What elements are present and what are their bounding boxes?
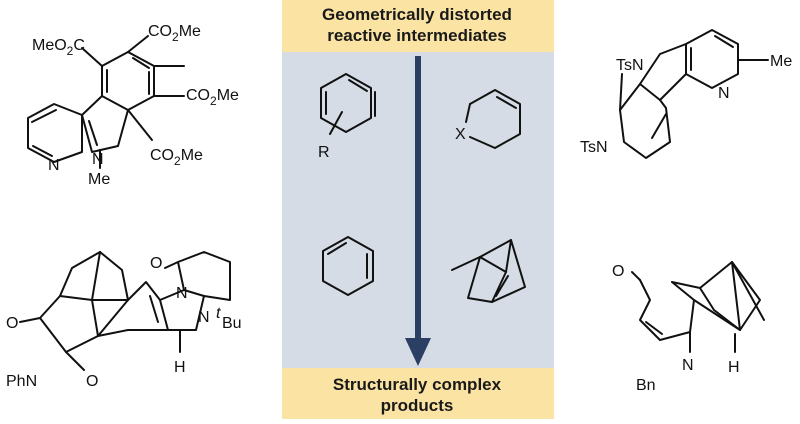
hydrogen-label: H xyxy=(174,359,186,376)
butyl-label: Bu xyxy=(222,315,242,332)
products-heading: Structurally complex products xyxy=(282,374,552,416)
tsn-bottom-label: TsN xyxy=(580,139,608,156)
products-heading-line1: Structurally complex xyxy=(332,375,502,394)
left-bottom-structure: O O O PhN N N t Bu H xyxy=(6,251,242,390)
n-methyl-label: Me xyxy=(88,171,110,188)
amide-o-label: O xyxy=(150,255,162,272)
indole-n-label: N xyxy=(92,151,104,168)
benzyl-label: Bn xyxy=(636,377,656,394)
heterocycle-x-label: X xyxy=(455,126,466,143)
ester-2-label: CO2Me xyxy=(148,23,201,44)
hydrogen-label: H xyxy=(728,359,740,376)
intermediates-heading-line2: reactive intermediates xyxy=(327,26,507,45)
imide-o1-label: O xyxy=(6,315,18,332)
right-top-structure: TsN TsN N Me xyxy=(580,29,792,159)
left-top-structure: MeO2C CO2Me CO2Me CO2Me N N Me xyxy=(27,23,239,188)
amine-n-label: N xyxy=(682,357,694,374)
phn-label: PhN xyxy=(6,373,37,390)
aryne-r-label: R xyxy=(318,144,330,161)
pyridine-n-label: N xyxy=(48,157,60,174)
ester-4-label: CO2Me xyxy=(150,147,203,168)
imide-o2-label: O xyxy=(86,373,98,390)
pyrazolidine-n2-label: N xyxy=(198,309,210,326)
tsn-top-label: TsN xyxy=(616,57,644,74)
products-heading-line2: products xyxy=(380,396,454,415)
ester-3-label: CO2Me xyxy=(186,87,239,108)
top-banner xyxy=(282,0,554,52)
pyrazolidine-n1-label: N xyxy=(176,285,188,302)
bicyclic-alkene-structure xyxy=(451,239,526,303)
methyl-label: Me xyxy=(770,53,792,70)
ketone-o-label: O xyxy=(612,263,624,280)
ester-1-label: MeO2C xyxy=(32,37,85,58)
intermediates-heading-line1: Geometrically distorted xyxy=(322,5,512,24)
bottom-banner xyxy=(282,368,554,419)
cyclohexyne-structure xyxy=(322,236,374,296)
aryne-structure: R xyxy=(318,73,376,161)
pyridine-n-label: N xyxy=(718,85,730,102)
heterocyclic-allene-structure: X xyxy=(455,89,521,149)
tert-label: t xyxy=(216,305,221,322)
intermediates-heading: Geometrically distorted reactive interme… xyxy=(282,4,552,46)
right-bottom-structure: O N Bn H xyxy=(612,261,765,394)
reaction-arrow-head xyxy=(405,338,431,366)
